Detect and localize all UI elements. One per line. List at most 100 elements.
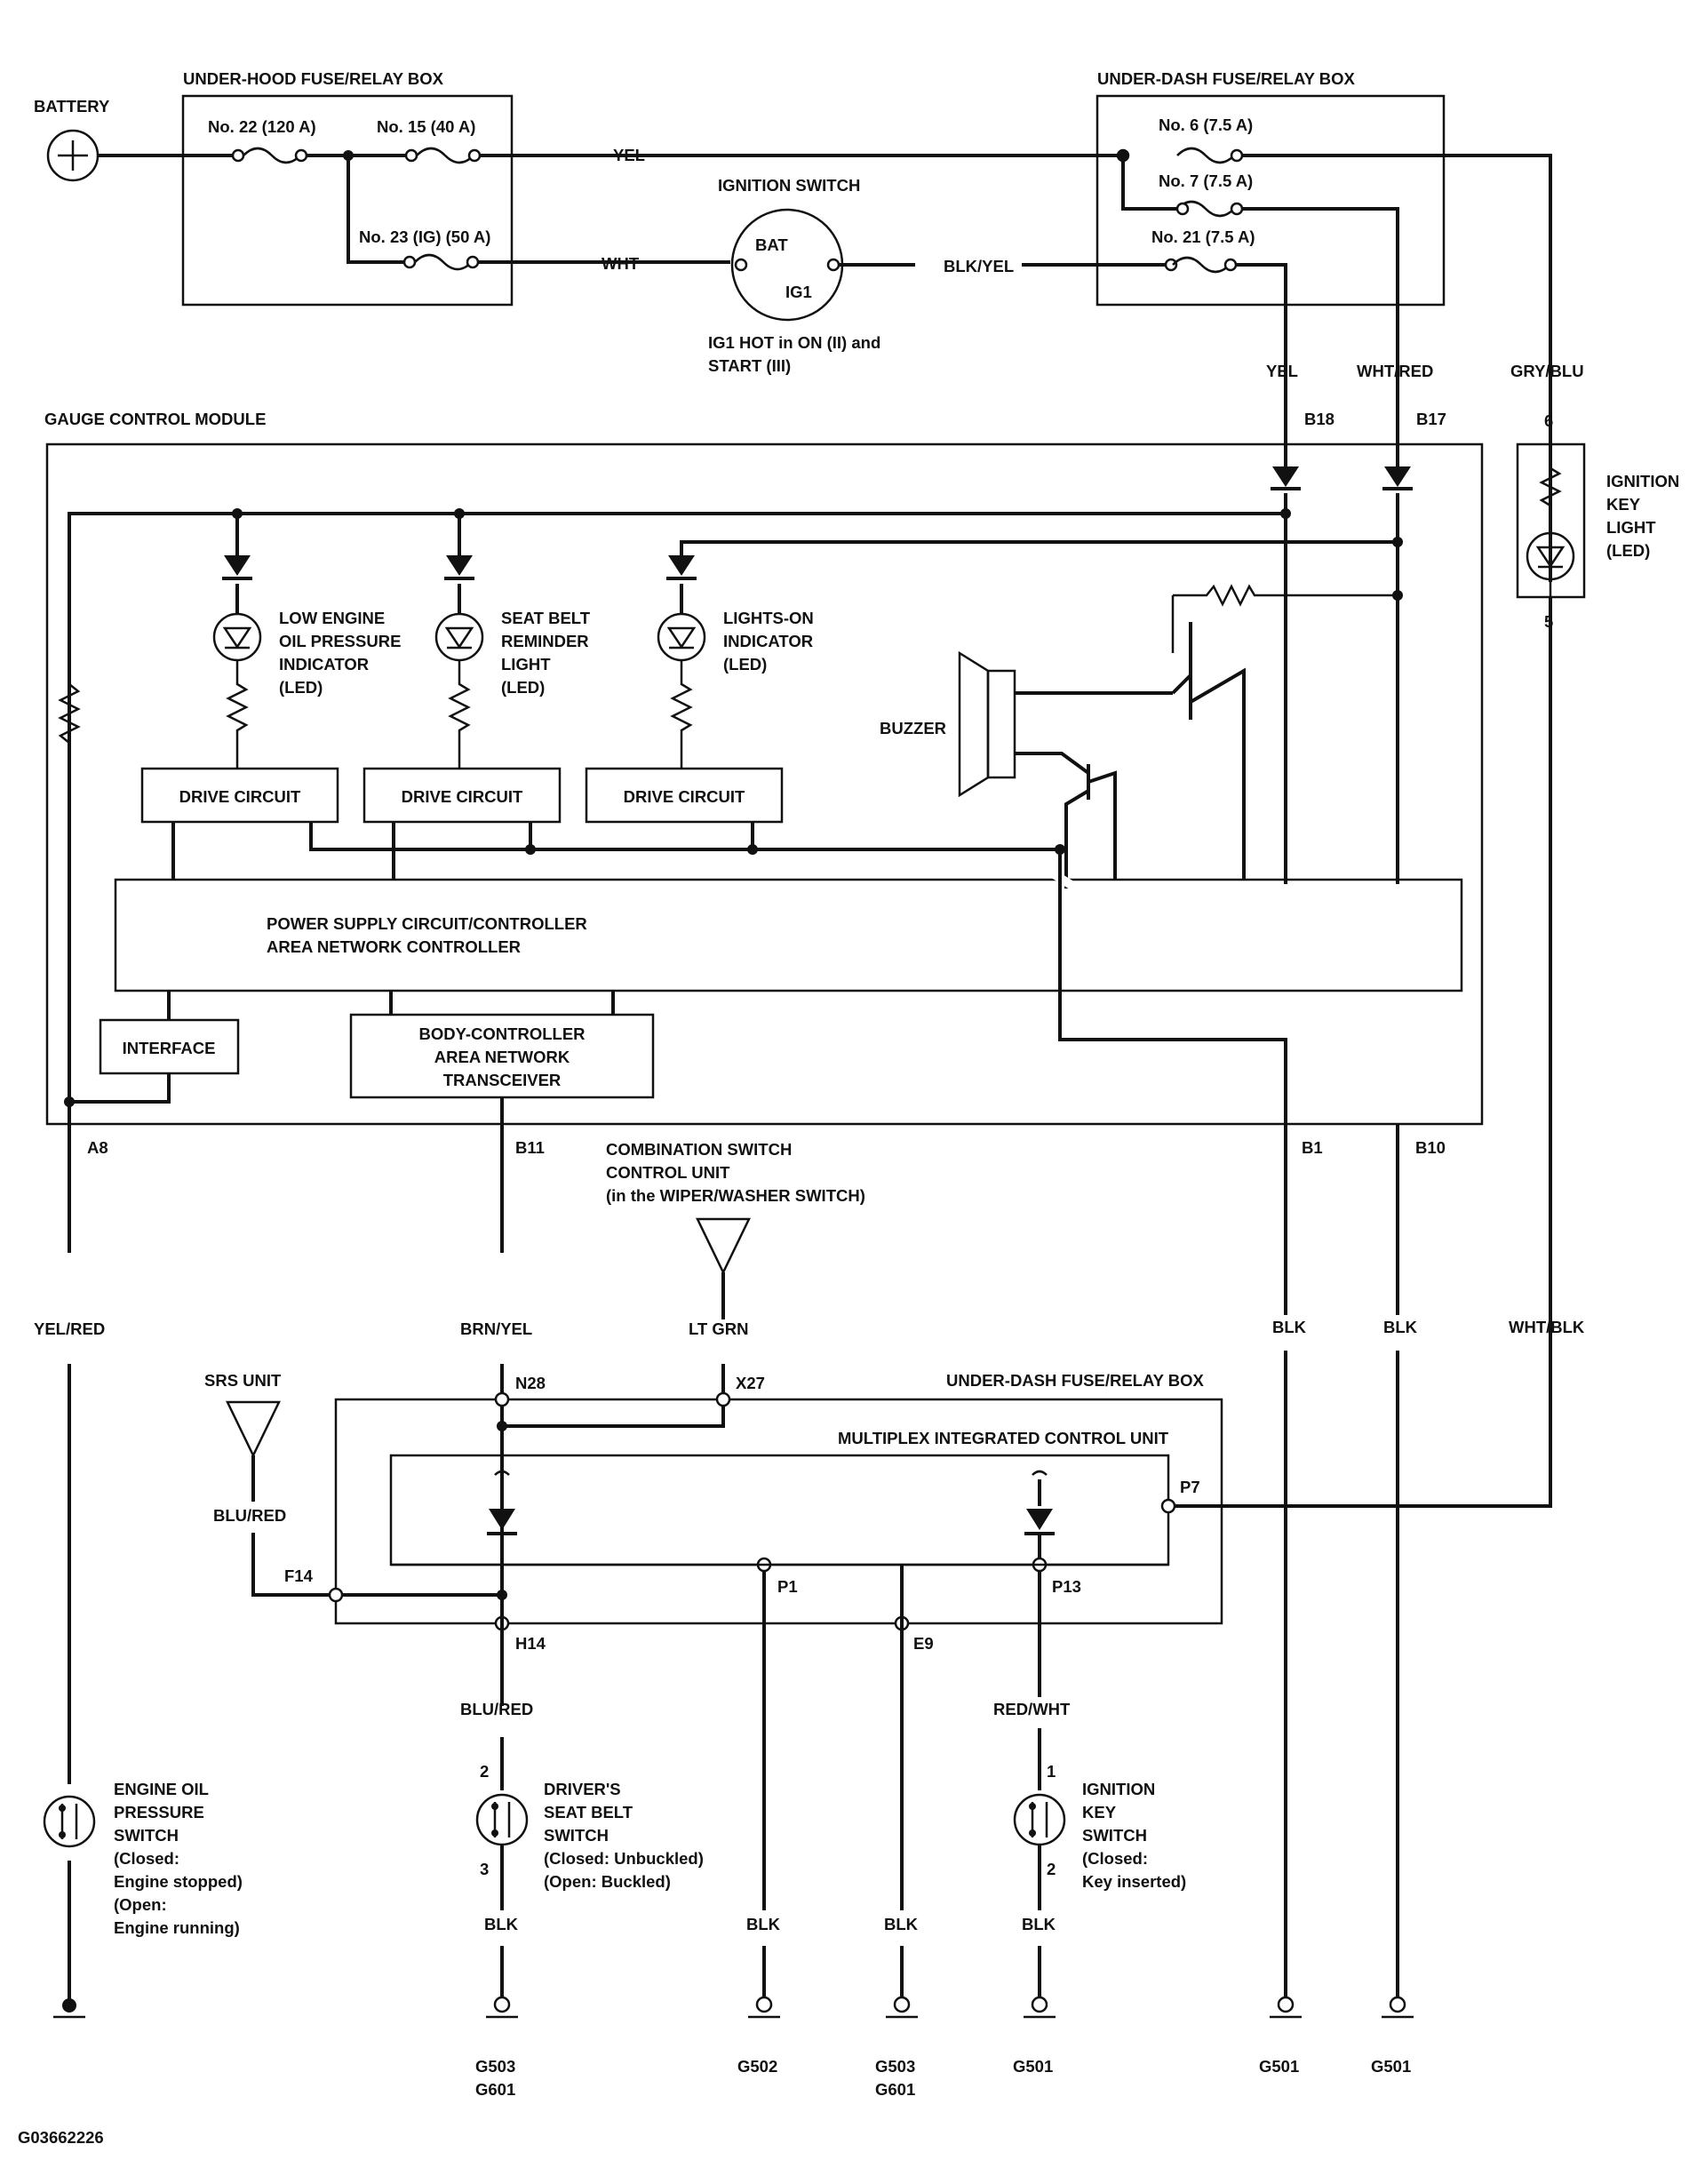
oil-switch-line7: Engine running) (114, 1918, 240, 1937)
connector-x27 (715, 1391, 731, 1407)
buzzer-label: BUZZER (880, 719, 946, 737)
wire-label-blk-key: BLK (1022, 1915, 1056, 1933)
pin-6: 6 (1544, 411, 1553, 430)
under-hood-box-title: UNDER-HOOD FUSE/RELAY BOX (183, 69, 444, 88)
ground-b1: G501 (1259, 2057, 1299, 2076)
power-supply-can-controller: POWER SUPPLY CIRCUIT/CONTROLLER AREA NET… (114, 866, 1463, 992)
ground-symbols (53, 1996, 1414, 2019)
key-light-line4: (LED) (1606, 541, 1650, 560)
engine-oil-pressure-switch: ENGINE OIL PRESSURE SWITCH (Closed: Engi… (43, 1780, 243, 1937)
wire-battery-feed (98, 154, 1552, 582)
pin-a8: A8 (87, 1138, 108, 1157)
ignition-key-switch: 1 2 IGNITION KEY SWITCH (Closed: Key ins… (1013, 1762, 1186, 1891)
ground-seat-2: G601 (475, 2080, 515, 2099)
drive-circuit-2: DRIVE CIRCUIT (363, 767, 562, 824)
fuse-21-symbol (1164, 256, 1238, 274)
wire-fuse23 (347, 155, 730, 264)
buzzer-resistor (1171, 584, 1398, 653)
oil-indicator-line1: LOW ENGINE (279, 609, 385, 627)
wire-label-yel: YEL (613, 146, 645, 164)
interface-block: INTERFACE (99, 1018, 240, 1075)
multiplex-integrated-control-unit: MULTIPLEX INTEGRATED CONTROL UNIT (389, 1429, 1170, 1566)
seat-reminder-line3: LIGHT (501, 655, 551, 674)
combination-switch-control-unit: COMBINATION SWITCH CONTROL UNIT (in the … (606, 1140, 865, 1275)
svg-text:DRIVE CIRCUIT: DRIVE CIRCUIT (624, 787, 745, 806)
wire-label-blu-red-h14: BLU/RED (460, 1700, 533, 1718)
resistor-a8 (58, 683, 81, 744)
wire-label-red-wht: RED/WHT (993, 1700, 1071, 1718)
svg-text:DRIVE CIRCUIT: DRIVE CIRCUIT (402, 787, 523, 806)
buzzer-wiring (1015, 622, 1246, 889)
under-dash-fuse-relay-box-bottom: UNDER-DASH FUSE/RELAY BOX (334, 1371, 1223, 1625)
lights-on-line1: LIGHTS-ON (723, 609, 814, 627)
key-light-line3: LIGHT (1606, 518, 1656, 537)
key-light-line2: KEY (1606, 495, 1641, 514)
pin-seat-3: 3 (480, 1860, 489, 1878)
key-switch-line5: Key inserted) (1082, 1872, 1186, 1891)
drive-bus (309, 822, 1060, 851)
diode-b18 (1272, 466, 1299, 487)
drivers-seat-belt-switch: 2 3 DRIVER'S SEAT BELT SWITCH (Closed: U… (475, 1762, 704, 1891)
wire-label-wht-red: WHT/RED (1357, 362, 1433, 380)
wire-label-yel-b18: YEL (1266, 362, 1298, 380)
diode-b17 (1384, 466, 1411, 487)
wire-label-blk-p1: BLK (746, 1915, 781, 1933)
oil-switch-line2: PRESSURE (114, 1803, 204, 1821)
ground-b10: G501 (1371, 2057, 1411, 2076)
combo-line3: (in the WIPER/WASHER SWITCH) (606, 1186, 865, 1205)
rail-b17 (680, 540, 1398, 569)
pin-e9: E9 (913, 1634, 934, 1653)
wire-b1-internal (1058, 849, 1287, 1124)
key-switch-line2: KEY (1082, 1803, 1117, 1821)
led-seat-belt-reminder: SEAT BELT REMINDER LIGHT (LED) (434, 508, 591, 769)
fuse-15-label: No. 15 (40 A) (377, 117, 475, 136)
under-dash-bottom-title: UNDER-DASH FUSE/RELAY BOX (946, 1371, 1205, 1390)
drive-circuit-1: DRIVE CIRCUIT (140, 767, 339, 824)
svg-text:DRIVE CIRCUIT: DRIVE CIRCUIT (179, 787, 301, 806)
ground-seat-1: G503 (475, 2057, 515, 2076)
bcan-line1: BODY-CONTROLLER (418, 1024, 585, 1043)
under-hood-fuse-relay-box: UNDER-HOOD FUSE/RELAY BOX No. 22 (120 A)… (181, 69, 514, 307)
fuse-7-label: No. 7 (7.5 A) (1159, 171, 1253, 190)
seat-switch-line1: DRIVER'S (544, 1780, 621, 1798)
wire-label-blu-red-srs: BLU/RED (213, 1506, 286, 1525)
pin-h14: H14 (515, 1634, 546, 1653)
ground-p1: G502 (737, 2057, 777, 2076)
wire-wht-blk (1173, 597, 1552, 1508)
pin-key-1: 1 (1047, 1762, 1056, 1781)
ignition-switch-title: IGNITION SWITCH (718, 176, 860, 195)
wire-label-yel-red: YEL/RED (34, 1319, 105, 1338)
wire-label-blk-b1: BLK (1272, 1318, 1307, 1336)
fuse-6-symbol (1116, 147, 1244, 164)
wire-label-wht: WHT (602, 254, 640, 273)
ground-e9-1: G503 (875, 2057, 915, 2076)
pin-n28: N28 (515, 1374, 546, 1392)
wire-label-blk-seat: BLK (484, 1915, 519, 1933)
oil-indicator-line4: (LED) (279, 678, 323, 697)
pin-key-2: 2 (1047, 1860, 1056, 1878)
power-line1: POWER SUPPLY CIRCUIT/CONTROLLER (267, 914, 587, 933)
srs-label: SRS UNIT (204, 1371, 282, 1390)
bcan-line2: AREA NETWORK (434, 1048, 570, 1066)
wire-label-blk-e9: BLK (884, 1915, 919, 1933)
figure-id: G03662226 (18, 2128, 104, 2147)
wire-fuse7 (1121, 155, 1399, 342)
diode-n28 (489, 1509, 515, 1530)
ground-oil (62, 1998, 76, 2013)
oil-switch-line5: Engine stopped) (114, 1872, 243, 1891)
ignition-switch: IGNITION SWITCH BAT IG1 IG1 HOT in ON (I… (708, 176, 880, 375)
fuse-21-label: No. 21 (7.5 A) (1151, 227, 1255, 246)
seat-switch-line3: SWITCH (544, 1826, 609, 1845)
ignition-ig1-label: IG1 (785, 283, 812, 301)
seat-reminder-line4: (LED) (501, 678, 545, 697)
led-lights-on-indicator: LIGHTS-ON INDICATOR (LED) (657, 542, 814, 769)
oil-switch-line4: (Closed: (114, 1849, 179, 1868)
battery: BATTERY (34, 97, 110, 182)
seat-switch-line5: (Open: Buckled) (544, 1872, 671, 1891)
rail-b18 (68, 512, 1286, 1102)
wire-label-blk-yel: BLK/YEL (944, 257, 1014, 275)
fuse-22-label: No. 22 (120 A) (208, 117, 316, 136)
fuse-6-label: No. 6 (7.5 A) (1159, 116, 1253, 134)
ignition-note-1: IG1 HOT in ON (II) and (708, 333, 880, 352)
